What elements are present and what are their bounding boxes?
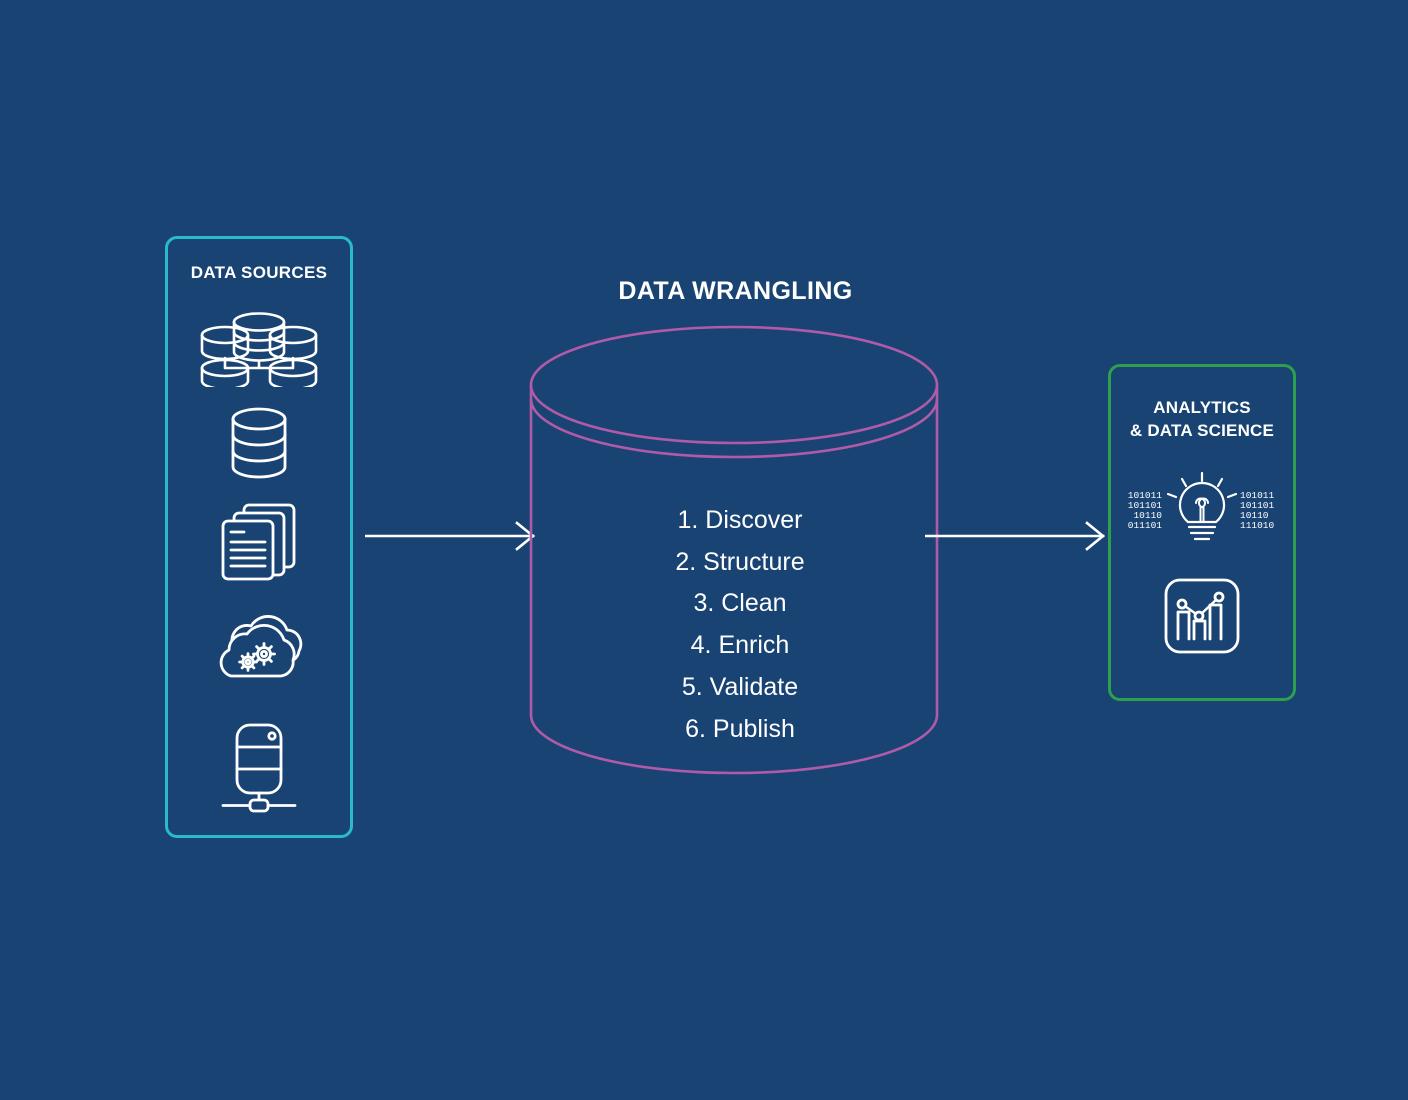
svg-text:101101: 101101 — [1128, 500, 1162, 511]
arrow-sources-to-wrangling — [365, 521, 536, 551]
analytics-title-line2: & DATA SCIENCE — [1129, 421, 1275, 440]
arrow-wrangling-to-analytics — [925, 521, 1106, 551]
list-item: 1. Discover — [677, 506, 803, 534]
database-network-icon — [193, 311, 325, 392]
svg-text:10110: 10110 — [1240, 510, 1269, 521]
analytics-panel: ANALYTICS & DATA SCIENCE 101011 — [1108, 364, 1296, 701]
cloud-gears-icon — [207, 614, 311, 695]
data-sources-title: DATA SOURCES — [190, 263, 328, 282]
analytics-title: ANALYTICS & DATA SCIENCE — [1111, 396, 1293, 442]
server-icon — [215, 721, 303, 818]
bar-chart-icon — [1163, 577, 1241, 660]
data-wrangling-title: DATA WRANGLING — [618, 277, 853, 305]
svg-text:101011: 101011 — [1128, 490, 1162, 501]
list-item: 4. Enrich — [690, 631, 790, 660]
svg-text:101101: 101101 — [1240, 500, 1275, 511]
analytics-title-line1: ANALYTICS — [1153, 398, 1251, 417]
svg-text:011101: 011101 — [1128, 520, 1162, 531]
lightbulb-binary-icon: 101011 101101 10110 011101 101011 101101… — [1128, 467, 1276, 548]
svg-text:101011: 101011 — [1240, 490, 1275, 501]
data-sources-panel: DATA SOURCES — [165, 236, 353, 838]
wrangling-steps-list: 1. Discover 2. Structure 3. Clean 4. Enr… — [540, 500, 940, 750]
data-wrangling-cylinder — [529, 325, 939, 775]
list-item: 6. Publish — [685, 714, 795, 743]
list-item: 5. Validate — [681, 672, 799, 701]
svg-text:111010: 111010 — [1240, 520, 1275, 531]
binary-left-column: 101011 101101 10110 011101 — [1128, 490, 1163, 531]
database-icon — [223, 405, 295, 488]
documents-icon — [218, 501, 300, 588]
binary-right-column: 101011 101101 10110 111010 — [1240, 490, 1275, 531]
list-item: 3. Clean — [693, 589, 787, 618]
list-item: 2. Structure — [675, 547, 805, 576]
svg-text:10110: 10110 — [1133, 510, 1162, 521]
